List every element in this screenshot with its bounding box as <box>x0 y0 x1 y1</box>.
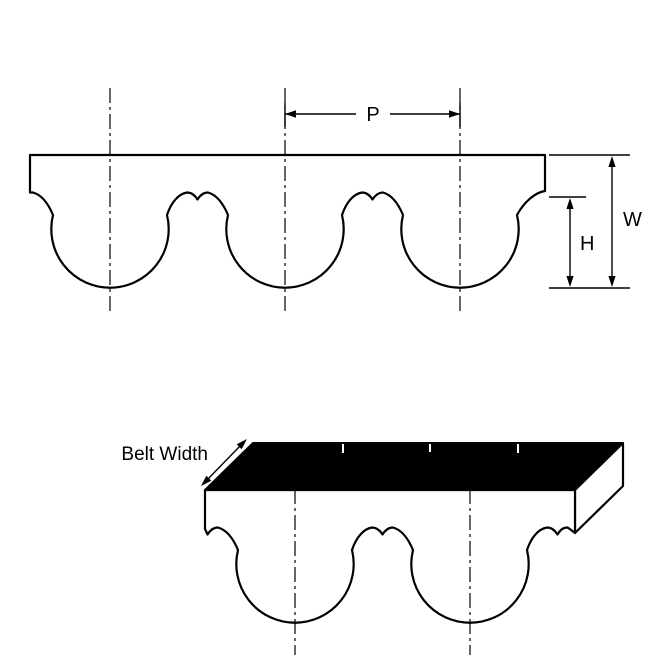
pitch-label: P <box>366 104 379 126</box>
height-arrow-down-icon <box>566 276 574 287</box>
belt-width-dim-line <box>205 444 242 482</box>
width-arrow-down-icon <box>608 276 616 287</box>
belt-width-arrow-lower-icon <box>201 475 212 486</box>
belt-cross-section-view: P W H <box>28 88 642 312</box>
width-dimension: W <box>608 156 642 287</box>
pitch-dimension: P <box>284 103 461 127</box>
belt-profile-outline <box>28 153 547 289</box>
belt-top-face <box>204 442 624 491</box>
height-label: H <box>580 233 594 255</box>
width-arrow-up-icon <box>608 156 616 167</box>
belt-front-face <box>203 488 577 624</box>
width-label: W <box>623 209 642 231</box>
belt-3d-view: Belt Width <box>121 439 625 655</box>
pitch-arrow-left-icon <box>285 110 296 118</box>
belt-width-arrow-upper-icon <box>236 439 247 450</box>
belt-width-dimension: Belt Width <box>121 439 247 486</box>
belt-width-label: Belt Width <box>121 444 208 465</box>
height-dimension: H <box>566 198 594 287</box>
pitch-arrow-right-icon <box>449 110 460 118</box>
height-arrow-up-icon <box>566 198 574 209</box>
